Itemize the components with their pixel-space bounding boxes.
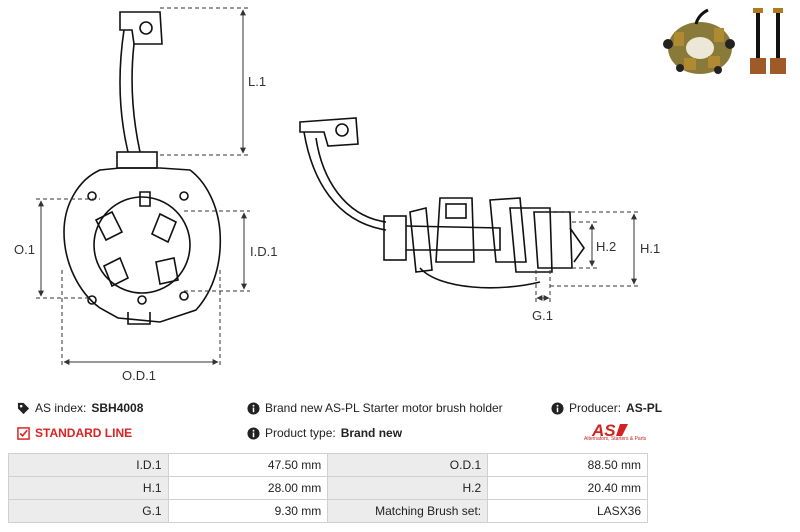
dim-label-h1: H.1 [640,241,660,256]
product-type-label: Product type: [265,426,336,440]
spec-label: I.D.1 [8,453,169,477]
dim-label-od1: O.D.1 [122,368,156,383]
standard-line-text: STANDARD LINE [35,426,133,440]
description: Brand new AS-PL Starter motor brush hold… [246,401,503,415]
dim-label-g1: G.1 [532,308,553,323]
producer-label: Producer: [569,401,622,415]
spec-value: 9.30 mm [167,499,329,523]
as-logo: AS [591,421,628,440]
spec-label: G.1 [8,499,169,523]
technical-drawing: L.1 O.1 I.D.1 O.D.1 H.1 H.2 G.1 [14,7,660,383]
product-photo [663,8,786,74]
spec-value: LASX36 [487,499,648,523]
dim-label-l1: L.1 [248,74,266,89]
checkbox-icon [16,426,30,440]
spec-value: 88.50 mm [487,453,648,477]
svg-text:AS: AS [591,421,616,440]
front-view [63,11,222,325]
tag-icon [16,401,30,415]
spec-value: 20.40 mm [487,476,648,500]
dim-label-h2: H.2 [596,239,616,254]
side-dimensions [535,211,640,304]
as-index-label: AS index: [35,401,87,415]
spec-label: Matching Brush set: [327,499,489,523]
producer-value: AS-PL [626,401,663,415]
product-type: Product type: Brand new [246,426,402,440]
spec-label: H.1 [8,476,169,500]
standard-line: STANDARD LINE [16,426,132,440]
spec-value: 47.50 mm [167,453,329,477]
dim-label-o1: O.1 [14,242,35,257]
as-index-value: SBH4008 [91,401,144,415]
spec-label: O.D.1 [327,453,489,477]
side-view [299,117,585,289]
info-icon [246,401,260,415]
producer: Producer: AS-PL [550,401,662,415]
front-dimensions [36,7,250,368]
info-icon [550,401,564,415]
product-type-value: Brand new [340,426,403,440]
logo-tagline: Alternators, Starters & Parts [584,436,647,442]
spec-label: H.2 [327,476,489,500]
as-index: AS index: SBH4008 [16,401,143,415]
dim-label-id1: I.D.1 [250,244,277,259]
description-text: Brand new AS-PL Starter motor brush hold… [265,401,503,415]
info-icon [246,426,260,440]
spec-value: 28.00 mm [167,476,329,500]
